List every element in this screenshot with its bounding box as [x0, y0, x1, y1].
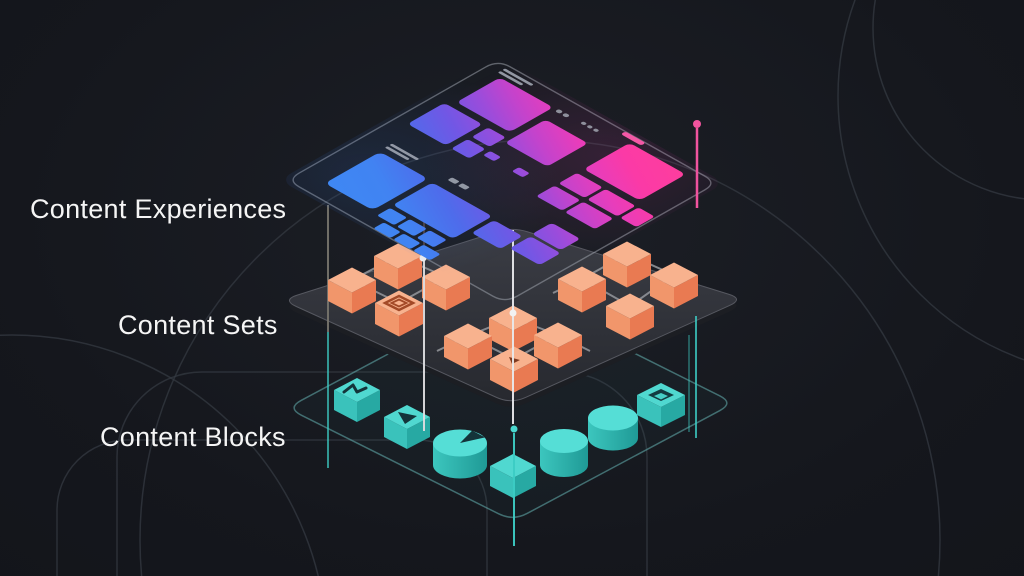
content-set-cube: [444, 323, 492, 349]
content-set-cube: [468, 336, 492, 370]
connector-dot: [510, 425, 518, 433]
content-block-cube: [513, 466, 536, 498]
content-set-cube-ring-icon: [389, 298, 409, 308]
content-set-cube: [444, 336, 468, 370]
content-set-cube: [603, 241, 651, 267]
content-set-cube-triangle-icon: [509, 357, 520, 364]
content-block-cube: [334, 390, 357, 422]
content-block-cube-arrow-icon: [398, 412, 417, 424]
content-block-cube-crack-icon: [342, 383, 368, 394]
content-set-cube: [513, 318, 537, 352]
connector-dot: [419, 254, 427, 262]
connector-dot: [509, 309, 517, 317]
decorative-arc: [0, 334, 319, 576]
content-set-cube: [630, 306, 654, 340]
content-set-cube: [558, 335, 582, 369]
content-set-cube: [650, 275, 674, 309]
content-set-cube: [558, 279, 582, 313]
content-set-cube: [582, 279, 606, 313]
content-set-cube: [374, 243, 422, 269]
content-set-cube: [328, 267, 376, 293]
connector-dot: [693, 120, 701, 128]
content-set-cube: [489, 318, 513, 352]
content-block-hollow-cube: [637, 395, 661, 427]
content-experiences-panel-outline: [292, 62, 712, 301]
content-set-cube: [375, 303, 399, 337]
content-set-cube: [627, 254, 651, 288]
content-set-cube: [374, 256, 398, 290]
layer-label-content-sets: Content Sets: [118, 310, 278, 340]
content-set-cube: [352, 280, 376, 314]
content-set-cube: [650, 262, 698, 288]
content-block-pie-cylinder-wedge-icon: [460, 430, 486, 443]
content-set-cube: [606, 306, 630, 340]
content-set-cube: [534, 335, 558, 369]
content-set-cube: [422, 264, 470, 290]
content-set-cube: [490, 359, 514, 393]
content-set-cube-ring-icon: [382, 294, 416, 312]
content-set-cube: [446, 277, 470, 311]
content-block-cube: [357, 390, 380, 422]
content-set-cube: [606, 293, 654, 319]
content-set-cube: [375, 290, 423, 316]
content-set-cube: [328, 280, 352, 314]
decorative-arc: [116, 371, 648, 576]
content-block-hollow-cube-hole-icon: [654, 393, 668, 400]
layer-label-content-blocks: Content Blocks: [100, 422, 286, 452]
content-block-cube: [384, 417, 407, 449]
decorative-arc: [872, 0, 1024, 200]
layer-label-content-experiences: Content Experiences: [30, 194, 287, 224]
content-set-cube: [514, 359, 538, 393]
content-set-cube: [398, 256, 422, 290]
content-block-cylinder: [540, 429, 588, 453]
content-set-cube: [603, 254, 627, 288]
content-set-cube: [558, 266, 606, 292]
content-set-cube: [399, 303, 423, 337]
content-set-cube: [674, 275, 698, 309]
content-set-cube: [422, 277, 446, 311]
content-block-cube: [490, 466, 513, 498]
content-block-hollow-cube: [661, 395, 685, 427]
content-block-cylinder: [588, 405, 638, 431]
decorative-arc: [56, 439, 488, 576]
decorative-arc: [837, 0, 1024, 361]
content-set-cube: [534, 322, 582, 348]
